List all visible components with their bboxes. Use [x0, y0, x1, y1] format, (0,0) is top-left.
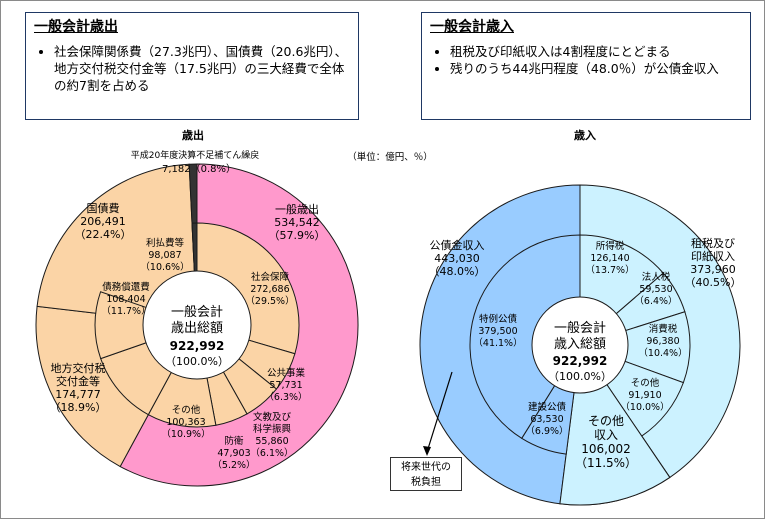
label-construction-bond: 建設公債	[528, 401, 567, 413]
label-defense: 47,903	[217, 448, 250, 459]
revenue-summary-bullet: 租税及び印紙収入は4割程度にとどまる	[450, 43, 750, 60]
label-other-expenditure: （10.9%）	[161, 428, 210, 440]
label-other-expenditure: その他	[172, 404, 201, 416]
label-income-tax: 所得税	[596, 240, 625, 252]
label-other-tax: その他	[631, 377, 660, 389]
label-income-tax: 126,140	[590, 253, 629, 264]
expenditure-center	[142, 270, 252, 380]
label-general-expenditure: 一般歳出	[275, 202, 319, 216]
label-education-science: 55,860	[255, 436, 288, 447]
label-bond-revenue: 公債金収入	[430, 238, 485, 252]
label-interest: （10.6%）	[140, 261, 189, 273]
expenditure-chart-title: 歳出	[182, 128, 204, 142]
expenditure-summary-title: 一般会計歳出	[34, 19, 118, 35]
label-corporate-tax: （6.4%）	[634, 295, 677, 307]
revenue-center-value: 922,992	[553, 354, 608, 368]
label-defense: 防衛	[224, 435, 244, 447]
label-public-works: （6.3%）	[264, 391, 307, 403]
label-settlement-shortfall-name: 平成20年度決算不足補てん繰戻	[131, 149, 259, 161]
expenditure-summary-list: 社会保障関係費（27.3兆円）、国債費（20.6兆円）、地方交付税交付金等（17…	[36, 43, 354, 94]
revenue-chart-title: 歳入	[574, 128, 596, 142]
label-corporate-tax: 法人税	[642, 271, 671, 283]
label-local-allocation: 地方交付税	[51, 361, 106, 375]
label-local-allocation: 174,777	[55, 388, 101, 401]
future-tax-burden-note: 将来世代の 税負担	[390, 457, 462, 491]
revenue-center-line1: 一般会計	[554, 320, 606, 336]
label-tax-revenue: 租税及び	[691, 236, 735, 250]
revenue-summary-bullet: 残りのうち44兆円程度（48.0％）が公債金収入	[450, 60, 750, 77]
label-debt-service: 国債費	[87, 201, 120, 215]
label-debt-service: 206,491	[80, 215, 126, 228]
label-other-revenue: （11.5%）	[575, 456, 637, 470]
revenue-center-pct: （100.0%）	[548, 370, 612, 383]
revenue-center	[531, 296, 629, 394]
label-education-science: （6.1%）	[250, 447, 293, 459]
label-corporate-tax: 59,530	[639, 284, 672, 295]
label-defense: （5.2%）	[212, 459, 255, 471]
label-consumption-tax: （10.4%）	[638, 347, 687, 359]
expenditure-center-value: 922,992	[170, 339, 225, 353]
label-education-science: 科学振興	[253, 423, 292, 435]
expenditure-center-pct: （100.0%）	[165, 355, 229, 368]
revenue-center-line2: 歳入総額	[554, 337, 606, 352]
label-other-tax: 91,910	[628, 390, 661, 401]
unit-note: （単位：億円、％）	[347, 151, 433, 163]
label-bond-revenue: （48.0%）	[429, 265, 486, 278]
expenditure-summary-bullet: 社会保障関係費（27.3兆円）、国債費（20.6兆円）、地方交付税交付金等（17…	[54, 43, 354, 94]
label-other-expenditure: 100,363	[166, 417, 205, 428]
label-income-tax: （13.7%）	[585, 264, 634, 276]
note-line-2: 税負担	[411, 477, 441, 488]
label-tax-revenue: 373,960	[690, 263, 736, 276]
label-social-security: 272,686	[250, 284, 289, 295]
label-other-tax: （10.0%）	[620, 401, 669, 413]
label-public-works: 57,731	[269, 380, 302, 391]
label-debt-service: （22.4%）	[75, 228, 132, 241]
label-general-expenditure: （57.9%）	[269, 229, 326, 242]
label-special-bond: 379,500	[478, 326, 517, 337]
label-construction-bond: （6.9%）	[525, 425, 568, 437]
label-bond-revenue: 443,030	[434, 252, 480, 265]
label-public-works: 公共事業	[267, 367, 306, 379]
label-education-science: 文教及び	[253, 411, 292, 423]
label-debt-redemption: （11.7%）	[101, 305, 150, 317]
expenditure-center-line2: 歳出総額	[171, 321, 223, 336]
label-debt-redemption: 債務償還費	[102, 281, 150, 293]
label-general-expenditure: 534,542	[274, 216, 320, 229]
label-debt-redemption: 108,404	[106, 294, 145, 305]
label-consumption-tax: 消費税	[649, 323, 678, 335]
note-line-1: 将来世代の	[401, 462, 451, 473]
label-special-bond: （41.1%）	[473, 337, 522, 349]
label-other-revenue: 収入	[594, 428, 618, 442]
outer-slice-debt-service	[36, 163, 198, 326]
label-other-revenue: 106,002	[581, 442, 631, 456]
label-consumption-tax: 96,380	[646, 336, 679, 347]
label-social-security: 社会保障	[251, 271, 290, 283]
label-interest: 98,087	[148, 250, 181, 261]
label-interest: 利払費等	[146, 237, 185, 249]
revenue-summary-title: 一般会計歳入	[430, 19, 514, 35]
note-arrow-head	[423, 446, 431, 456]
expenditure-center-line1: 一般会計	[171, 304, 223, 320]
revenue-summary-list: 租税及び印紙収入は4割程度にとどまる 残りのうち44兆円程度（48.0％）が公債…	[432, 43, 750, 77]
label-local-allocation: 交付金等	[56, 374, 100, 388]
label-special-bond: 特例公債	[479, 313, 518, 325]
label-local-allocation: （18.9%）	[50, 401, 107, 414]
revenue-summary-box: 一般会計歳入 租税及び印紙収入は4割程度にとどまる 残りのうち44兆円程度（48…	[421, 12, 751, 120]
label-tax-revenue: （40.5%）	[685, 276, 742, 289]
label-other-revenue: その他	[588, 414, 624, 428]
label-social-security: （29.5%）	[245, 295, 294, 307]
label-settlement-shortfall-value: 7,182（0.8%）	[162, 163, 236, 175]
label-tax-revenue: 印紙収入	[691, 249, 735, 263]
inner-slice-special-bond	[469, 234, 581, 439]
note-arrow-line	[426, 371, 453, 453]
expenditure-summary-box: 一般会計歳出 社会保障関係費（27.3兆円）、国債費（20.6兆円）、地方交付税…	[25, 12, 359, 120]
label-construction-bond: 63,530	[530, 414, 563, 425]
inner-slice-consumption-tax	[578, 311, 691, 384]
